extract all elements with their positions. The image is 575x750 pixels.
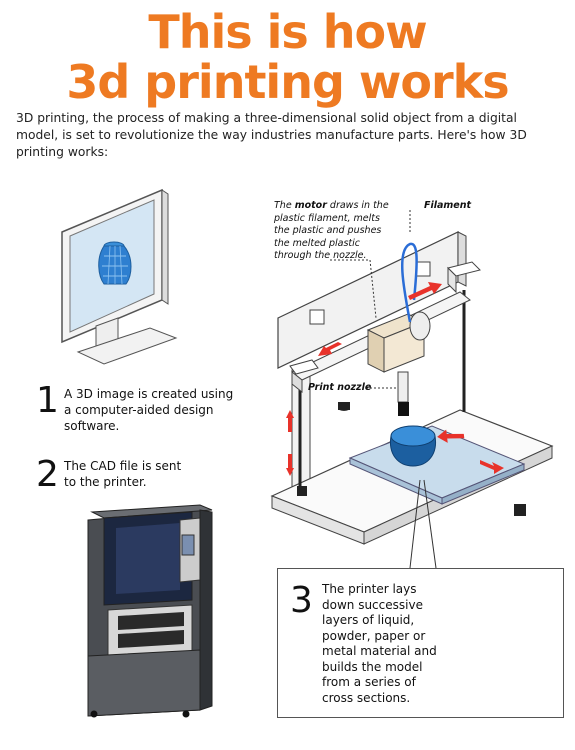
motion-arrows xyxy=(286,282,504,476)
motor-callout: The motor draws in the plastic filament,… xyxy=(274,200,389,261)
step-2-text: The CAD file is sent to the printer. xyxy=(64,459,182,489)
step-1-number: 1 xyxy=(36,380,59,421)
step-1-text: A 3D image is created using a computer-a… xyxy=(64,387,234,433)
intro-text: 3D printing, the process of making a thr… xyxy=(16,111,527,159)
step-2-number: 2 xyxy=(36,454,59,495)
monitor-illustration xyxy=(61,188,178,365)
step-3-box xyxy=(277,568,564,718)
print-nozzle-label: Print nozzle xyxy=(308,382,372,393)
filament-label: Filament xyxy=(424,200,472,211)
printer-mechanism-illustration xyxy=(270,210,554,569)
title-line-1: This is how xyxy=(148,5,427,59)
printed-model-icon xyxy=(389,425,437,467)
vase-model-icon xyxy=(98,241,132,285)
step-3-number: 3 xyxy=(290,580,313,621)
step-3-text: The printer lays down successive layers … xyxy=(322,582,437,705)
printer-machine-illustration xyxy=(87,504,213,718)
title-line-2: 3d printing works xyxy=(66,55,509,109)
